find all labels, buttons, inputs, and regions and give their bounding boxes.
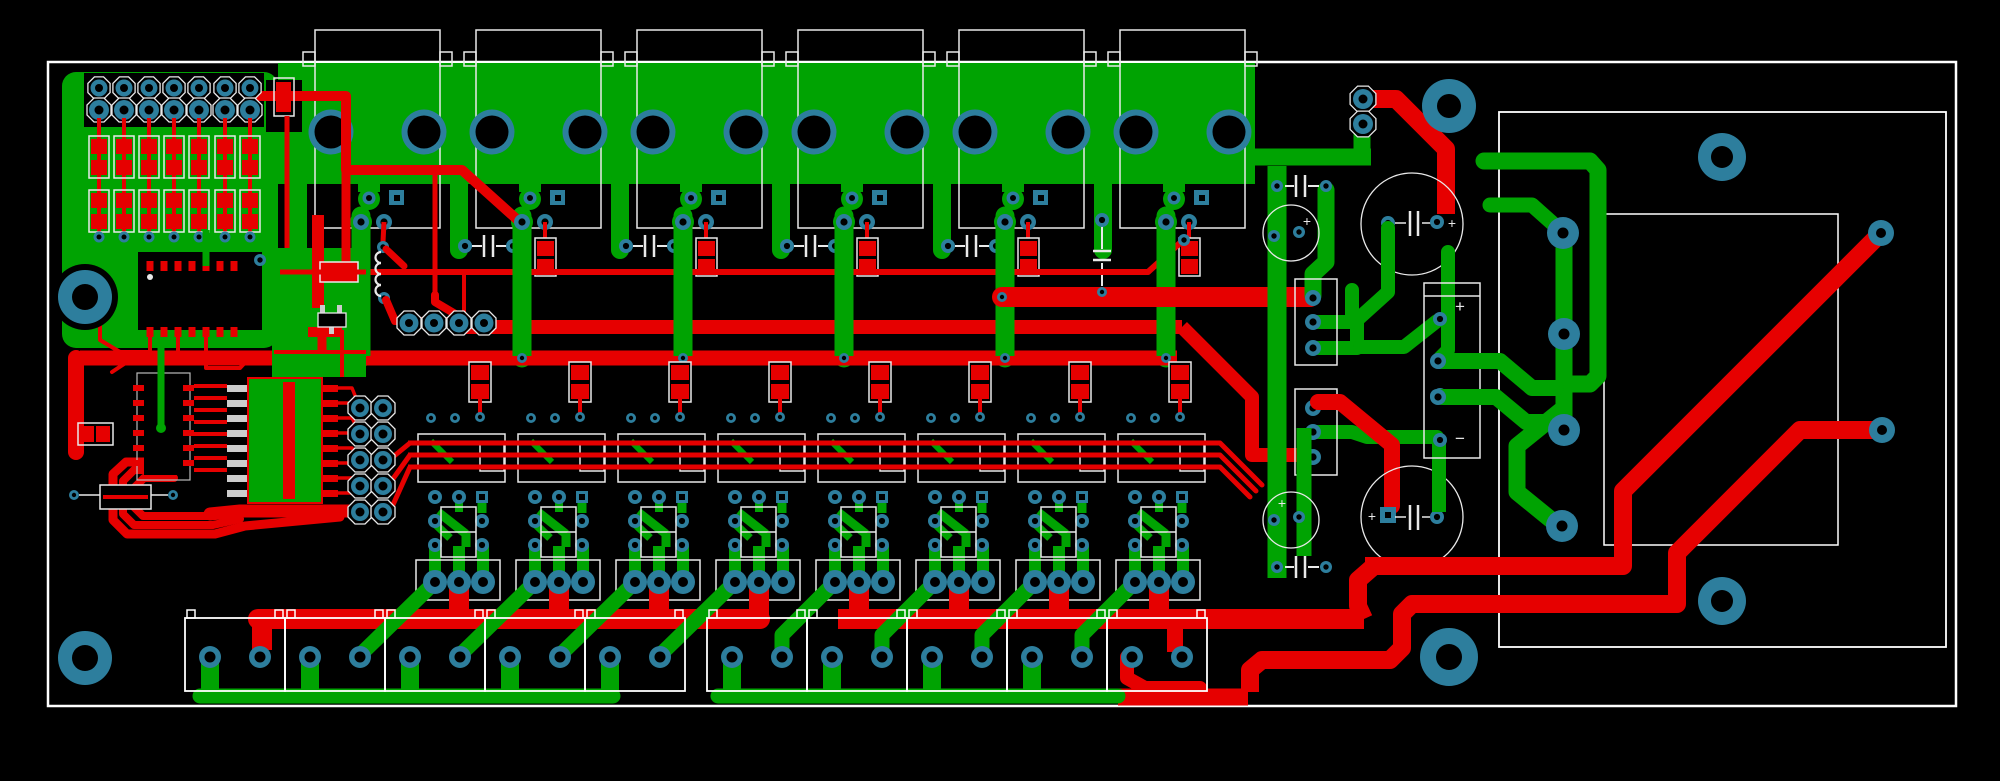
svg-text:+: + [1368, 508, 1376, 524]
svg-text:−: − [1455, 429, 1465, 448]
svg-text:+: + [1455, 297, 1465, 316]
svg-text:+: + [1278, 495, 1286, 511]
svg-text:+: + [1303, 213, 1311, 229]
svg-text:+: + [1448, 215, 1456, 231]
